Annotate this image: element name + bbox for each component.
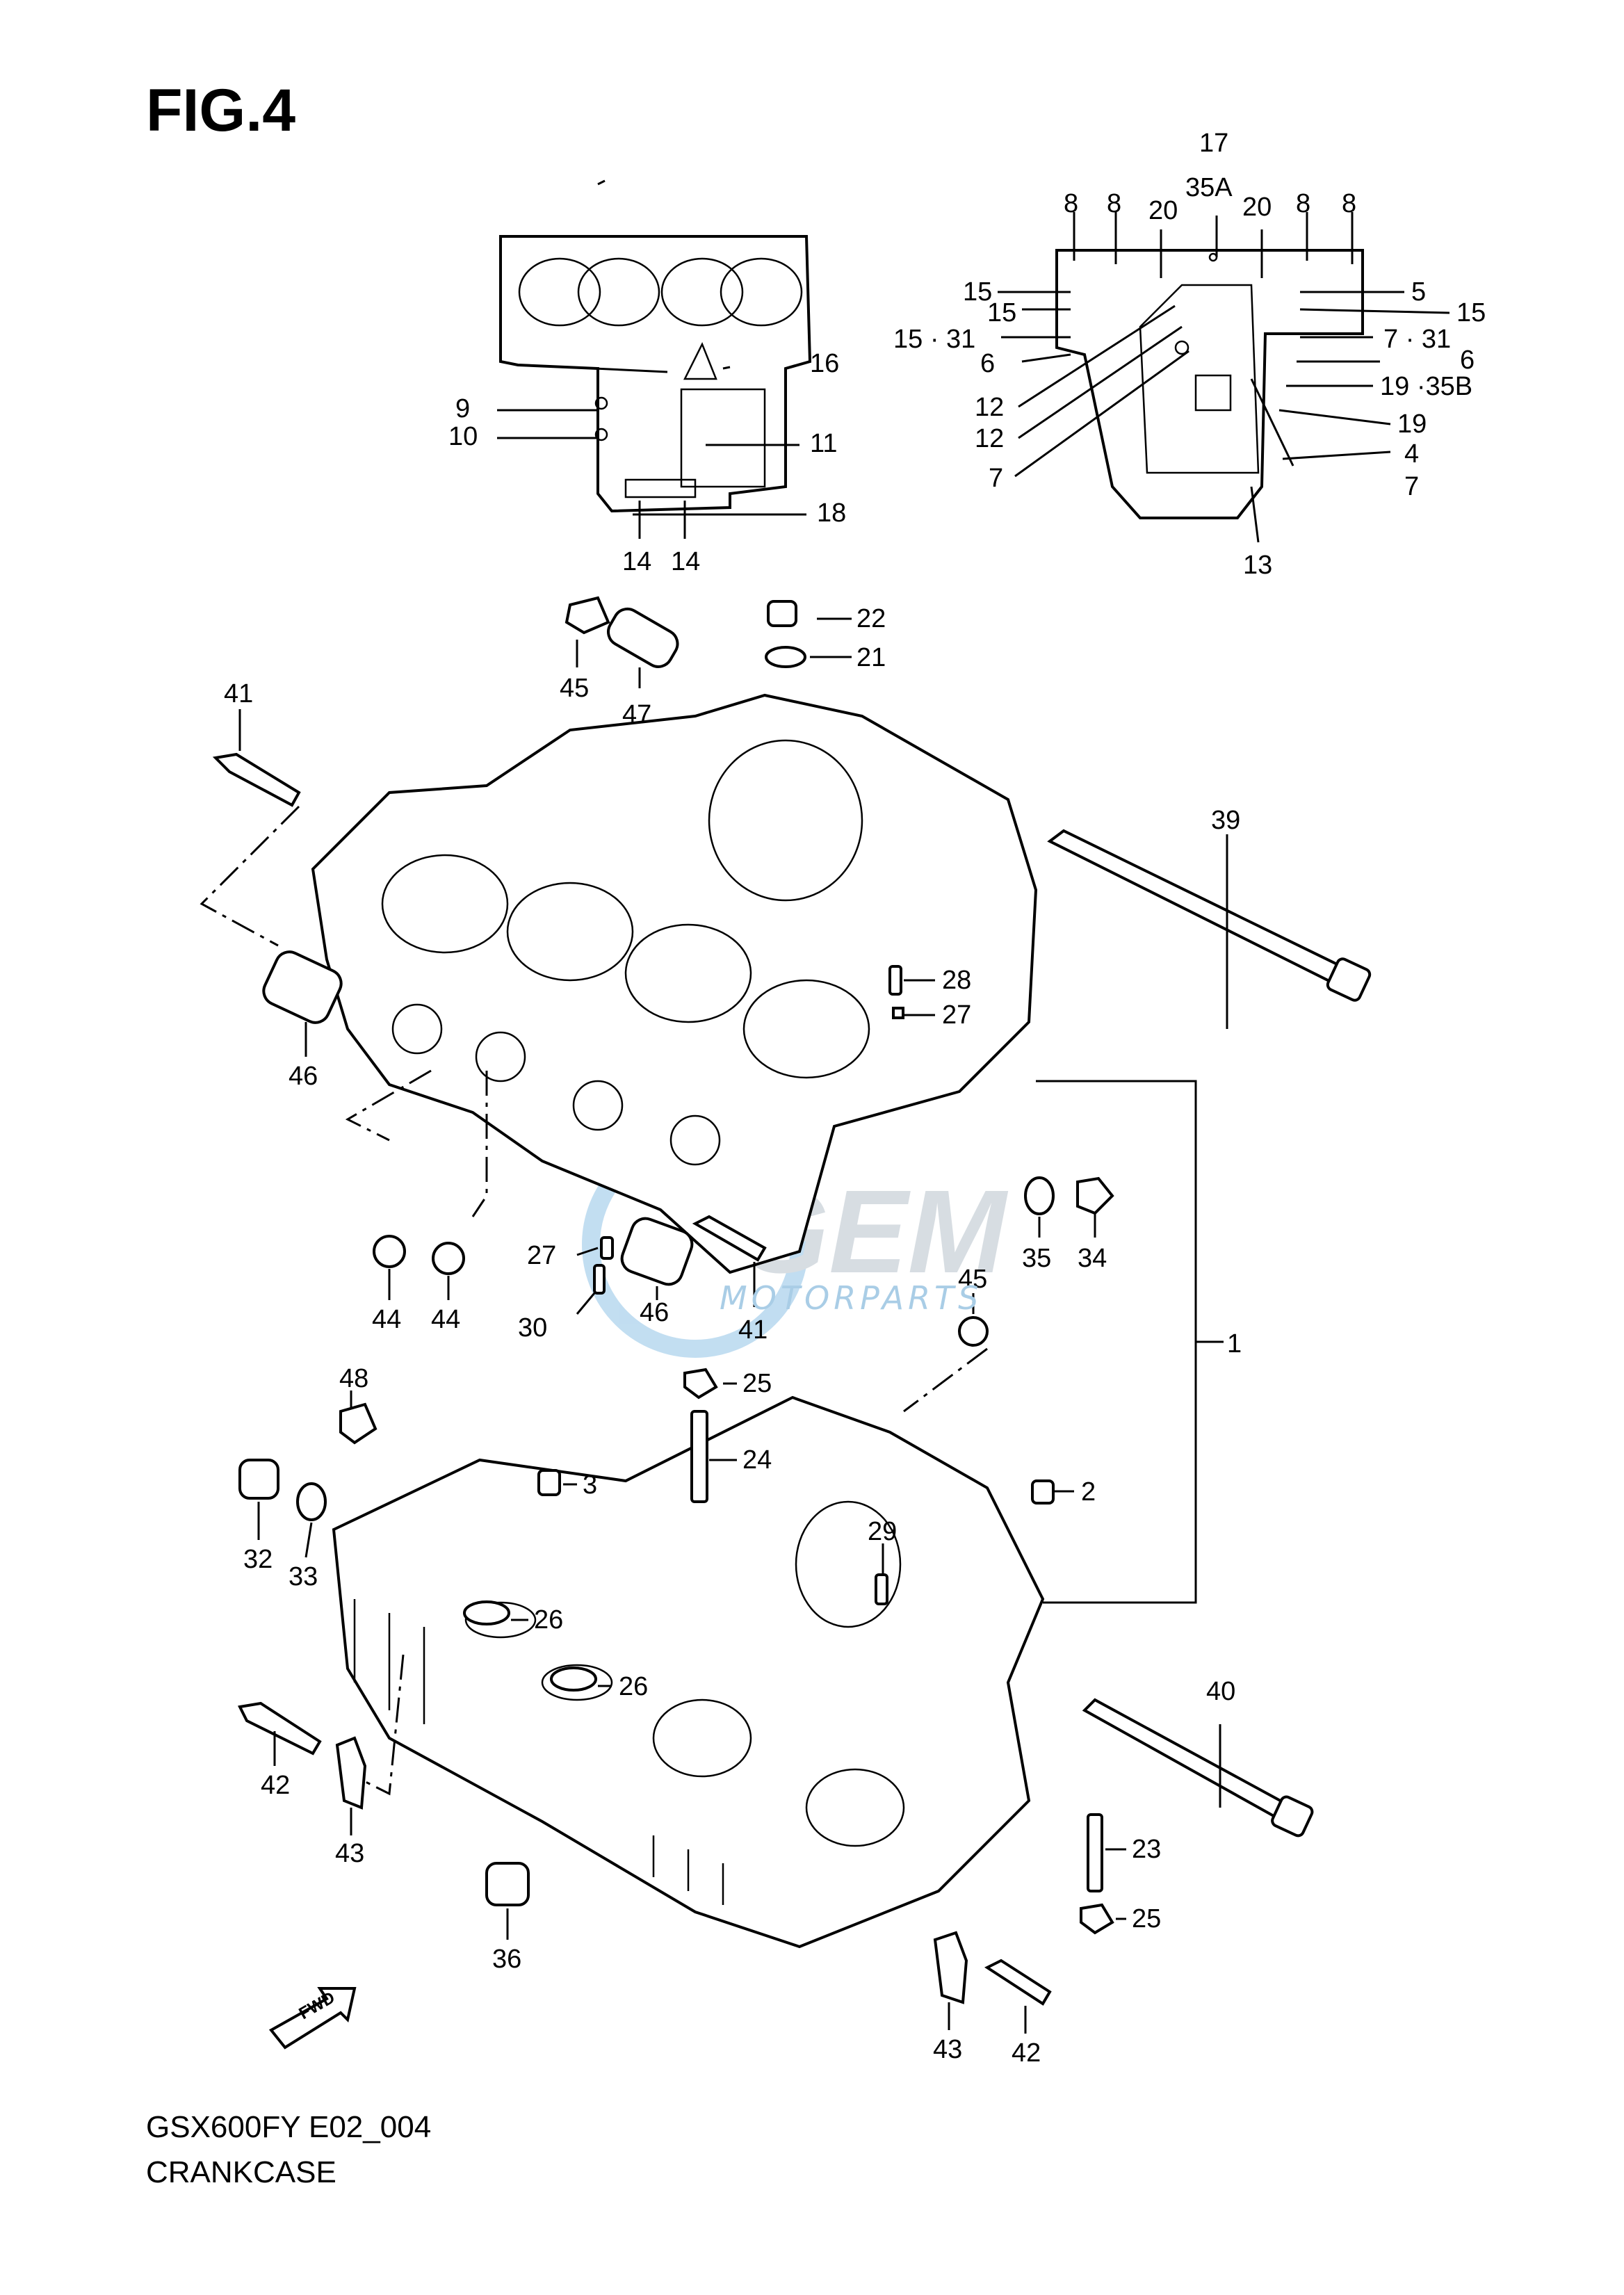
callout-21: 21 [856, 643, 886, 672]
callout-32: 32 [243, 1545, 273, 1574]
callout-43a: 43 [335, 1839, 364, 1868]
callout-17: 17 [1199, 129, 1228, 158]
callout-5: 5 [1411, 277, 1426, 307]
callout-12b: 12 [975, 424, 1004, 453]
callout-29: 29 [868, 1517, 897, 1546]
callout-7-31: 7 · 31 [1383, 325, 1451, 354]
callout-20b: 20 [1242, 193, 1272, 222]
section-name: CRANKCASE [146, 2155, 336, 2189]
callout-25b: 25 [1132, 1904, 1161, 1933]
callout-15a: 15 [963, 277, 992, 307]
callout-23: 23 [1132, 1835, 1161, 1864]
callout-41b: 41 [738, 1315, 768, 1345]
callout-35a: 35A [1185, 173, 1233, 202]
callout-22: 22 [856, 604, 886, 633]
callout-20a: 20 [1148, 196, 1178, 225]
callout-39: 39 [1211, 806, 1240, 835]
callout-8d: 8 [1342, 189, 1356, 218]
callout-34: 34 [1078, 1244, 1107, 1273]
upper-crankcase [311, 693, 1038, 1274]
callout-12a: 12 [975, 393, 1004, 422]
callout-40: 40 [1206, 1677, 1235, 1706]
lower-crankcase [332, 1395, 1045, 1949]
leader-lines [238, 179, 1450, 2034]
fwd-arrow-icon: FWD [268, 1987, 357, 2050]
callout-26b: 26 [619, 1672, 648, 1701]
callout-14b: 14 [671, 547, 700, 576]
inset-upper-case [499, 235, 812, 513]
callout-48: 48 [339, 1364, 368, 1393]
callout-24: 24 [742, 1445, 772, 1475]
callout-1: 1 [1227, 1329, 1242, 1359]
callout-25a: 25 [742, 1369, 772, 1398]
callout-15-31: 15 · 31 [893, 325, 975, 354]
callout-30: 30 [518, 1313, 547, 1343]
callout-42b: 42 [1012, 2038, 1041, 2068]
callout-46a: 46 [289, 1062, 318, 1091]
model-code: GSX600FY E02_004 [146, 2110, 432, 2144]
callout-16: 16 [810, 349, 839, 378]
callout-35: 35 [1022, 1244, 1051, 1273]
callout-42a: 42 [261, 1771, 290, 1800]
assembly-bracket-1 [1036, 1080, 1224, 1604]
callout-18: 18 [817, 498, 846, 528]
callout-44a: 44 [372, 1305, 401, 1334]
callout-28: 28 [942, 966, 971, 995]
callout-7a: 7 [989, 464, 1003, 493]
figure-title: FIG.4 [146, 77, 296, 144]
callout-43b: 43 [933, 2035, 962, 2064]
callout-14a: 14 [622, 547, 651, 576]
callout-8b: 8 [1107, 189, 1121, 218]
callout-7b: 7 [1404, 472, 1419, 501]
callout-labels: 16 9 10 11 18 14 14 17 35A 8 8 20 20 8 8… [224, 129, 1486, 2068]
watermark-subtitle: MOTORPARTS [720, 1279, 983, 1317]
callout-26a: 26 [534, 1605, 563, 1635]
callout-44b: 44 [431, 1305, 460, 1334]
inset-lower-case [1055, 249, 1364, 519]
callout-27b: 27 [527, 1241, 556, 1270]
callout-19: 19 [1397, 409, 1427, 439]
callout-15b: 15 [987, 298, 1016, 327]
callout-11: 11 [810, 429, 837, 458]
callout-8a: 8 [1064, 189, 1078, 218]
callout-6a: 6 [980, 349, 995, 378]
callout-6b: 6 [1460, 346, 1475, 375]
callout-8c: 8 [1296, 189, 1310, 218]
callout-45b: 45 [958, 1265, 987, 1294]
callout-2: 2 [1081, 1477, 1096, 1507]
callout-9: 9 [455, 394, 470, 423]
callout-19-35b: 19 ·35B [1380, 372, 1472, 401]
callout-27a: 27 [942, 1000, 971, 1030]
callout-15c: 15 [1456, 298, 1486, 327]
callout-13: 13 [1243, 551, 1272, 580]
callout-46b: 46 [640, 1298, 669, 1327]
callout-41a: 41 [224, 679, 253, 708]
callout-4: 4 [1404, 439, 1419, 469]
callout-33: 33 [289, 1562, 318, 1591]
callout-45a: 45 [560, 674, 589, 703]
assembly-lines [200, 805, 988, 1796]
callout-3: 3 [583, 1470, 597, 1500]
loose-parts [212, 596, 1372, 2006]
callout-36: 36 [492, 1945, 521, 1974]
callout-10: 10 [448, 422, 478, 451]
callout-47: 47 [622, 700, 651, 729]
